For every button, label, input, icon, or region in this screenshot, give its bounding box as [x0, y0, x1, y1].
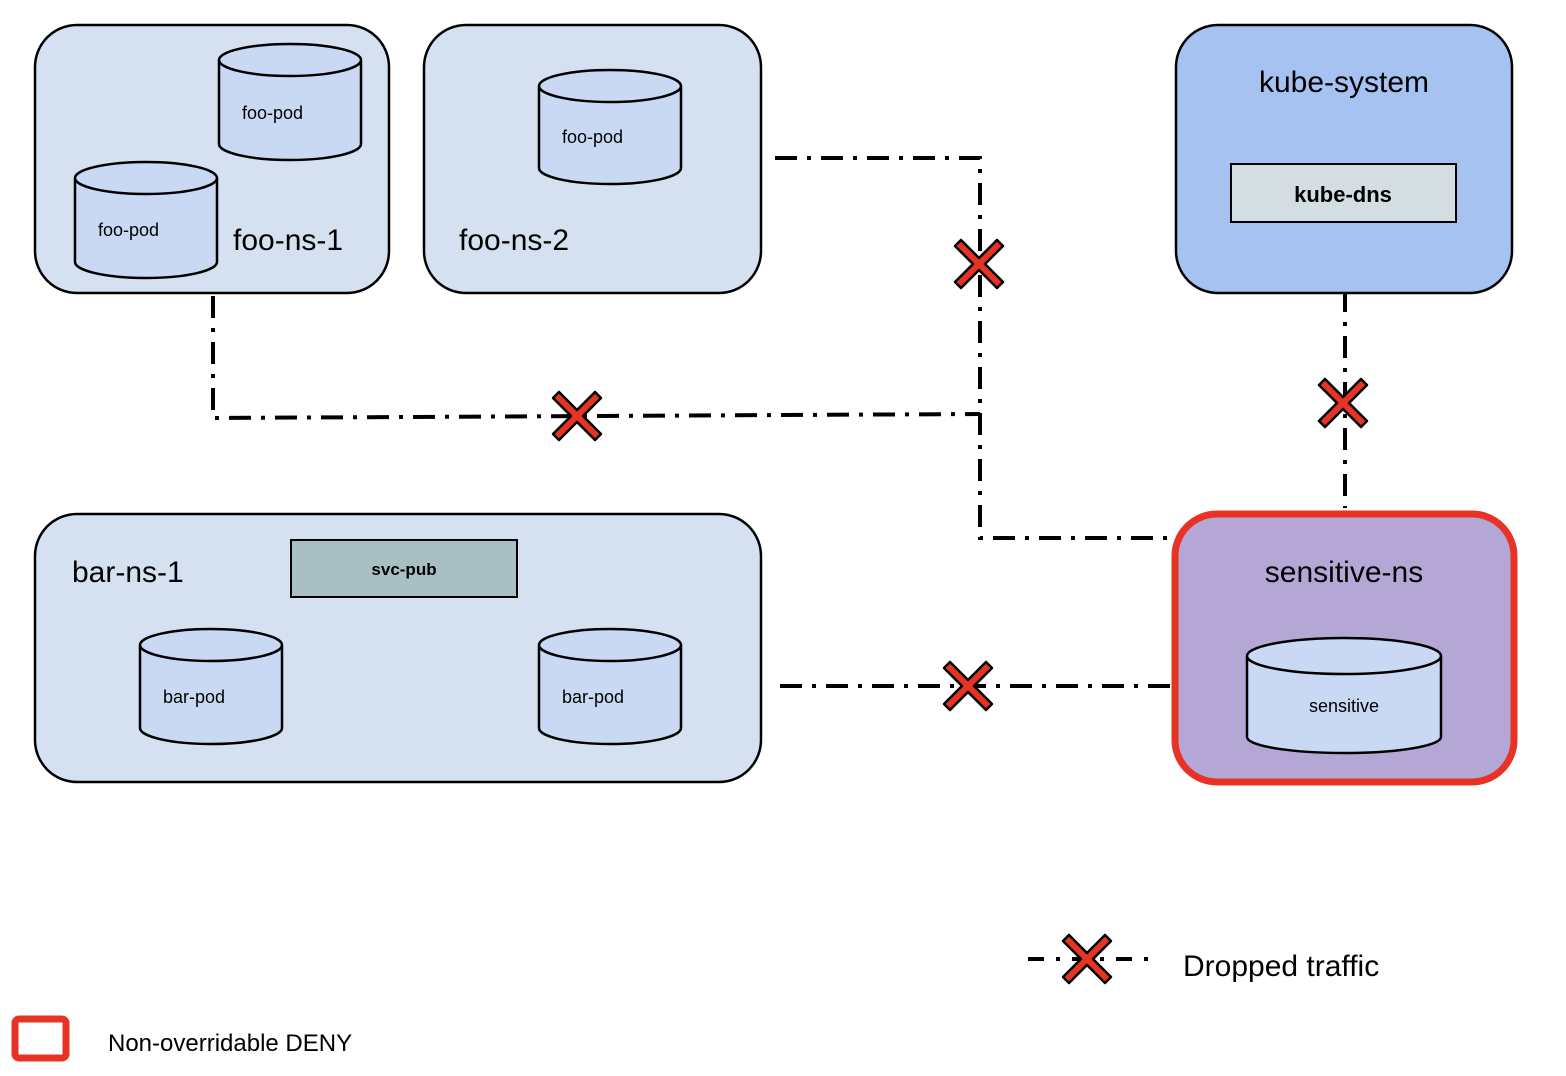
pod-sensitive[interactable]: sensitive — [1245, 636, 1443, 755]
namespace-box — [1174, 23, 1514, 295]
namespace-label: foo-ns-2 — [459, 224, 569, 257]
legend-non-overridable-deny: Non-overridable DENY — [11, 1015, 352, 1062]
pod-label: foo-pod — [98, 220, 159, 240]
pod-bar-pod[interactable]: bar-pod — [138, 627, 284, 746]
namespace-label: sensitive-ns — [1265, 556, 1423, 589]
deny-border-swatch — [11, 1015, 70, 1062]
namespace-label: bar-ns-1 — [72, 556, 184, 589]
namespace-bar-ns-1[interactable]: bar-ns-1 svc-pub bar-pod bar-pod — [33, 512, 763, 784]
namespace-foo-ns-1[interactable]: foo-pod foo-pod foo-ns-1 — [33, 23, 391, 295]
legend: Dropped traffic Non-overridable DENY — [11, 933, 1379, 1062]
service-kube-dns[interactable]: kube-dns — [1230, 163, 1457, 223]
flow-foo-ns-1-to-junction — [211, 296, 981, 421]
service-svc-pub[interactable]: svc-pub — [290, 539, 518, 598]
flow-foo-ns-2-to-sensitive — [775, 156, 1190, 540]
pod-foo-pod[interactable]: foo-pod — [73, 160, 219, 280]
pod-bar-pod[interactable]: bar-pod — [537, 627, 683, 746]
pod-foo-pod[interactable]: foo-pod — [217, 42, 363, 162]
legend-dropped-traffic: Dropped traffic — [1028, 933, 1379, 985]
namespace-label: kube-system — [1259, 66, 1429, 99]
legend-label: Non-overridable DENY — [108, 1030, 352, 1057]
namespace-foo-ns-2[interactable]: foo-pod foo-ns-2 — [422, 23, 763, 295]
namespace-kube-system[interactable]: kube-system kube-dns — [1174, 23, 1514, 295]
namespace-sensitive-ns[interactable]: sensitive-ns sensitive — [1171, 510, 1518, 786]
pod-label: foo-pod — [562, 127, 623, 147]
namespace-label: foo-ns-1 — [233, 224, 343, 257]
pod-label: sensitive — [1309, 696, 1379, 716]
service-label: svc-pub — [371, 560, 436, 579]
pod-label: foo-pod — [242, 103, 303, 123]
legend-label: Dropped traffic — [1183, 950, 1379, 983]
pod-label: bar-pod — [163, 687, 225, 707]
pod-label: bar-pod — [562, 687, 624, 707]
pod-foo-pod[interactable]: foo-pod — [537, 68, 683, 186]
service-label: kube-dns — [1294, 182, 1392, 207]
